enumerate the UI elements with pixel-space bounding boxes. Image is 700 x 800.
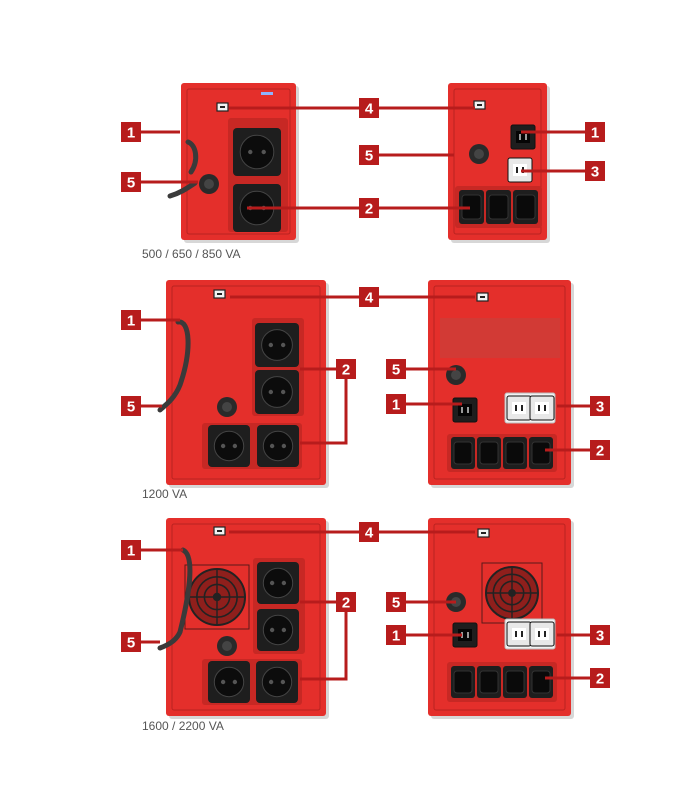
schuko-socket-icon (255, 370, 299, 414)
iec-socket-icon (451, 437, 475, 469)
usb-port-icon (213, 526, 226, 536)
iec-socket-icon (459, 190, 484, 224)
callout-tag-2: 2 (590, 668, 610, 688)
power-inlet-icon (452, 397, 478, 423)
callout-line (300, 600, 348, 681)
callout-tag-2: 2 (336, 592, 356, 612)
fan-grille-icon (481, 562, 543, 624)
callout-number: 2 (596, 671, 604, 688)
usb-port-icon (473, 100, 486, 110)
callout-tag-1: 1 (386, 625, 406, 645)
callout-tag-5: 5 (121, 632, 141, 652)
iec-socket-icon (513, 190, 538, 224)
callout-number: 1 (127, 543, 135, 560)
power-inlet-icon (506, 395, 532, 421)
callout-number: 5 (392, 595, 400, 612)
schuko-socket-icon (233, 128, 281, 176)
callout-number: 3 (596, 628, 604, 645)
callout-number: 5 (365, 148, 373, 165)
schuko-socket-icon (208, 661, 250, 703)
callout-tag-4: 4 (359, 287, 379, 307)
iec-socket-icon (477, 437, 501, 469)
model-label-small: 500 / 650 / 850 VA (142, 247, 241, 261)
callout-tag-1: 1 (121, 122, 141, 142)
callout-number: 3 (591, 164, 599, 181)
schuko-socket-icon (257, 609, 299, 651)
callout-number: 5 (127, 399, 135, 416)
callout-tag-3: 3 (585, 161, 605, 181)
callout-tag-5: 5 (386, 592, 406, 612)
callout-tag-2: 2 (336, 359, 356, 379)
callout-number: 4 (365, 525, 374, 542)
callout-number: 5 (127, 635, 135, 652)
schuko-socket-icon (257, 425, 299, 467)
callout-number: 4 (365, 101, 374, 118)
callout-number: 1 (591, 125, 599, 142)
power-cable-icon (185, 139, 199, 175)
callout-number: 4 (365, 290, 374, 307)
callout-line (300, 367, 348, 445)
power-inlet-icon (529, 621, 555, 647)
callout-tag-3: 3 (590, 396, 610, 416)
callout-number: 2 (342, 595, 350, 612)
circuit-breaker-icon (469, 144, 489, 164)
callout-number: 1 (127, 125, 135, 142)
power-inlet-icon (507, 157, 533, 183)
callout-number: 2 (365, 201, 373, 218)
callout-number: 1 (392, 397, 400, 414)
usb-port-icon (477, 528, 490, 538)
callout-tag-4: 4 (359, 98, 379, 118)
schuko-socket-icon (208, 425, 250, 467)
power-inlet-icon (529, 395, 555, 421)
callout-tag-5: 5 (121, 396, 141, 416)
usb-port-icon (213, 289, 226, 299)
power-cable-icon (157, 319, 191, 413)
callout-tag-1: 1 (121, 310, 141, 330)
label-sticker (261, 92, 273, 95)
callout-tag-3: 3 (590, 625, 610, 645)
callout-tag-2: 2 (359, 198, 379, 218)
usb-port-icon (216, 102, 229, 112)
callout-number: 1 (127, 313, 135, 330)
callout-tag-1: 1 (585, 122, 605, 142)
iec-socket-icon (486, 190, 511, 224)
usb-port-icon (476, 292, 489, 302)
schuko-socket-icon (256, 661, 298, 703)
callout-tag-5: 5 (359, 145, 379, 165)
callout-number: 2 (342, 362, 350, 379)
power-inlet-icon (510, 124, 536, 150)
callout-tag-4: 4 (359, 522, 379, 542)
callout-number: 3 (596, 399, 604, 416)
callout-tag-5: 5 (121, 172, 141, 192)
callout-number: 5 (392, 362, 400, 379)
power-inlet-icon (506, 621, 532, 647)
callout-tag-1: 1 (386, 394, 406, 414)
schuko-socket-icon (255, 323, 299, 367)
iec-socket-icon (451, 666, 475, 698)
circuit-breaker-icon (199, 174, 219, 194)
callout-tag-1: 1 (121, 540, 141, 560)
iec-socket-icon (529, 437, 553, 469)
iec-socket-icon (503, 437, 527, 469)
schuko-socket-icon (257, 562, 299, 604)
callout-number: 5 (127, 175, 135, 192)
callout-tag-5: 5 (386, 359, 406, 379)
power-cable-icon (167, 180, 198, 199)
power-cable-icon (157, 547, 193, 651)
callout-number: 2 (596, 443, 604, 460)
circuit-breaker-icon (217, 397, 237, 417)
iec-socket-icon (529, 666, 553, 698)
model-label-large: 1600 / 2200 VA (142, 719, 224, 733)
callout-number: 1 (392, 628, 400, 645)
iec-socket-icon (503, 666, 527, 698)
model-label-mid: 1200 VA (142, 487, 188, 501)
circuit-breaker-icon (217, 636, 237, 656)
vent-panel (440, 318, 560, 358)
iec-socket-icon (477, 666, 501, 698)
fan-grille-icon (184, 564, 250, 630)
callout-tag-2: 2 (590, 440, 610, 460)
